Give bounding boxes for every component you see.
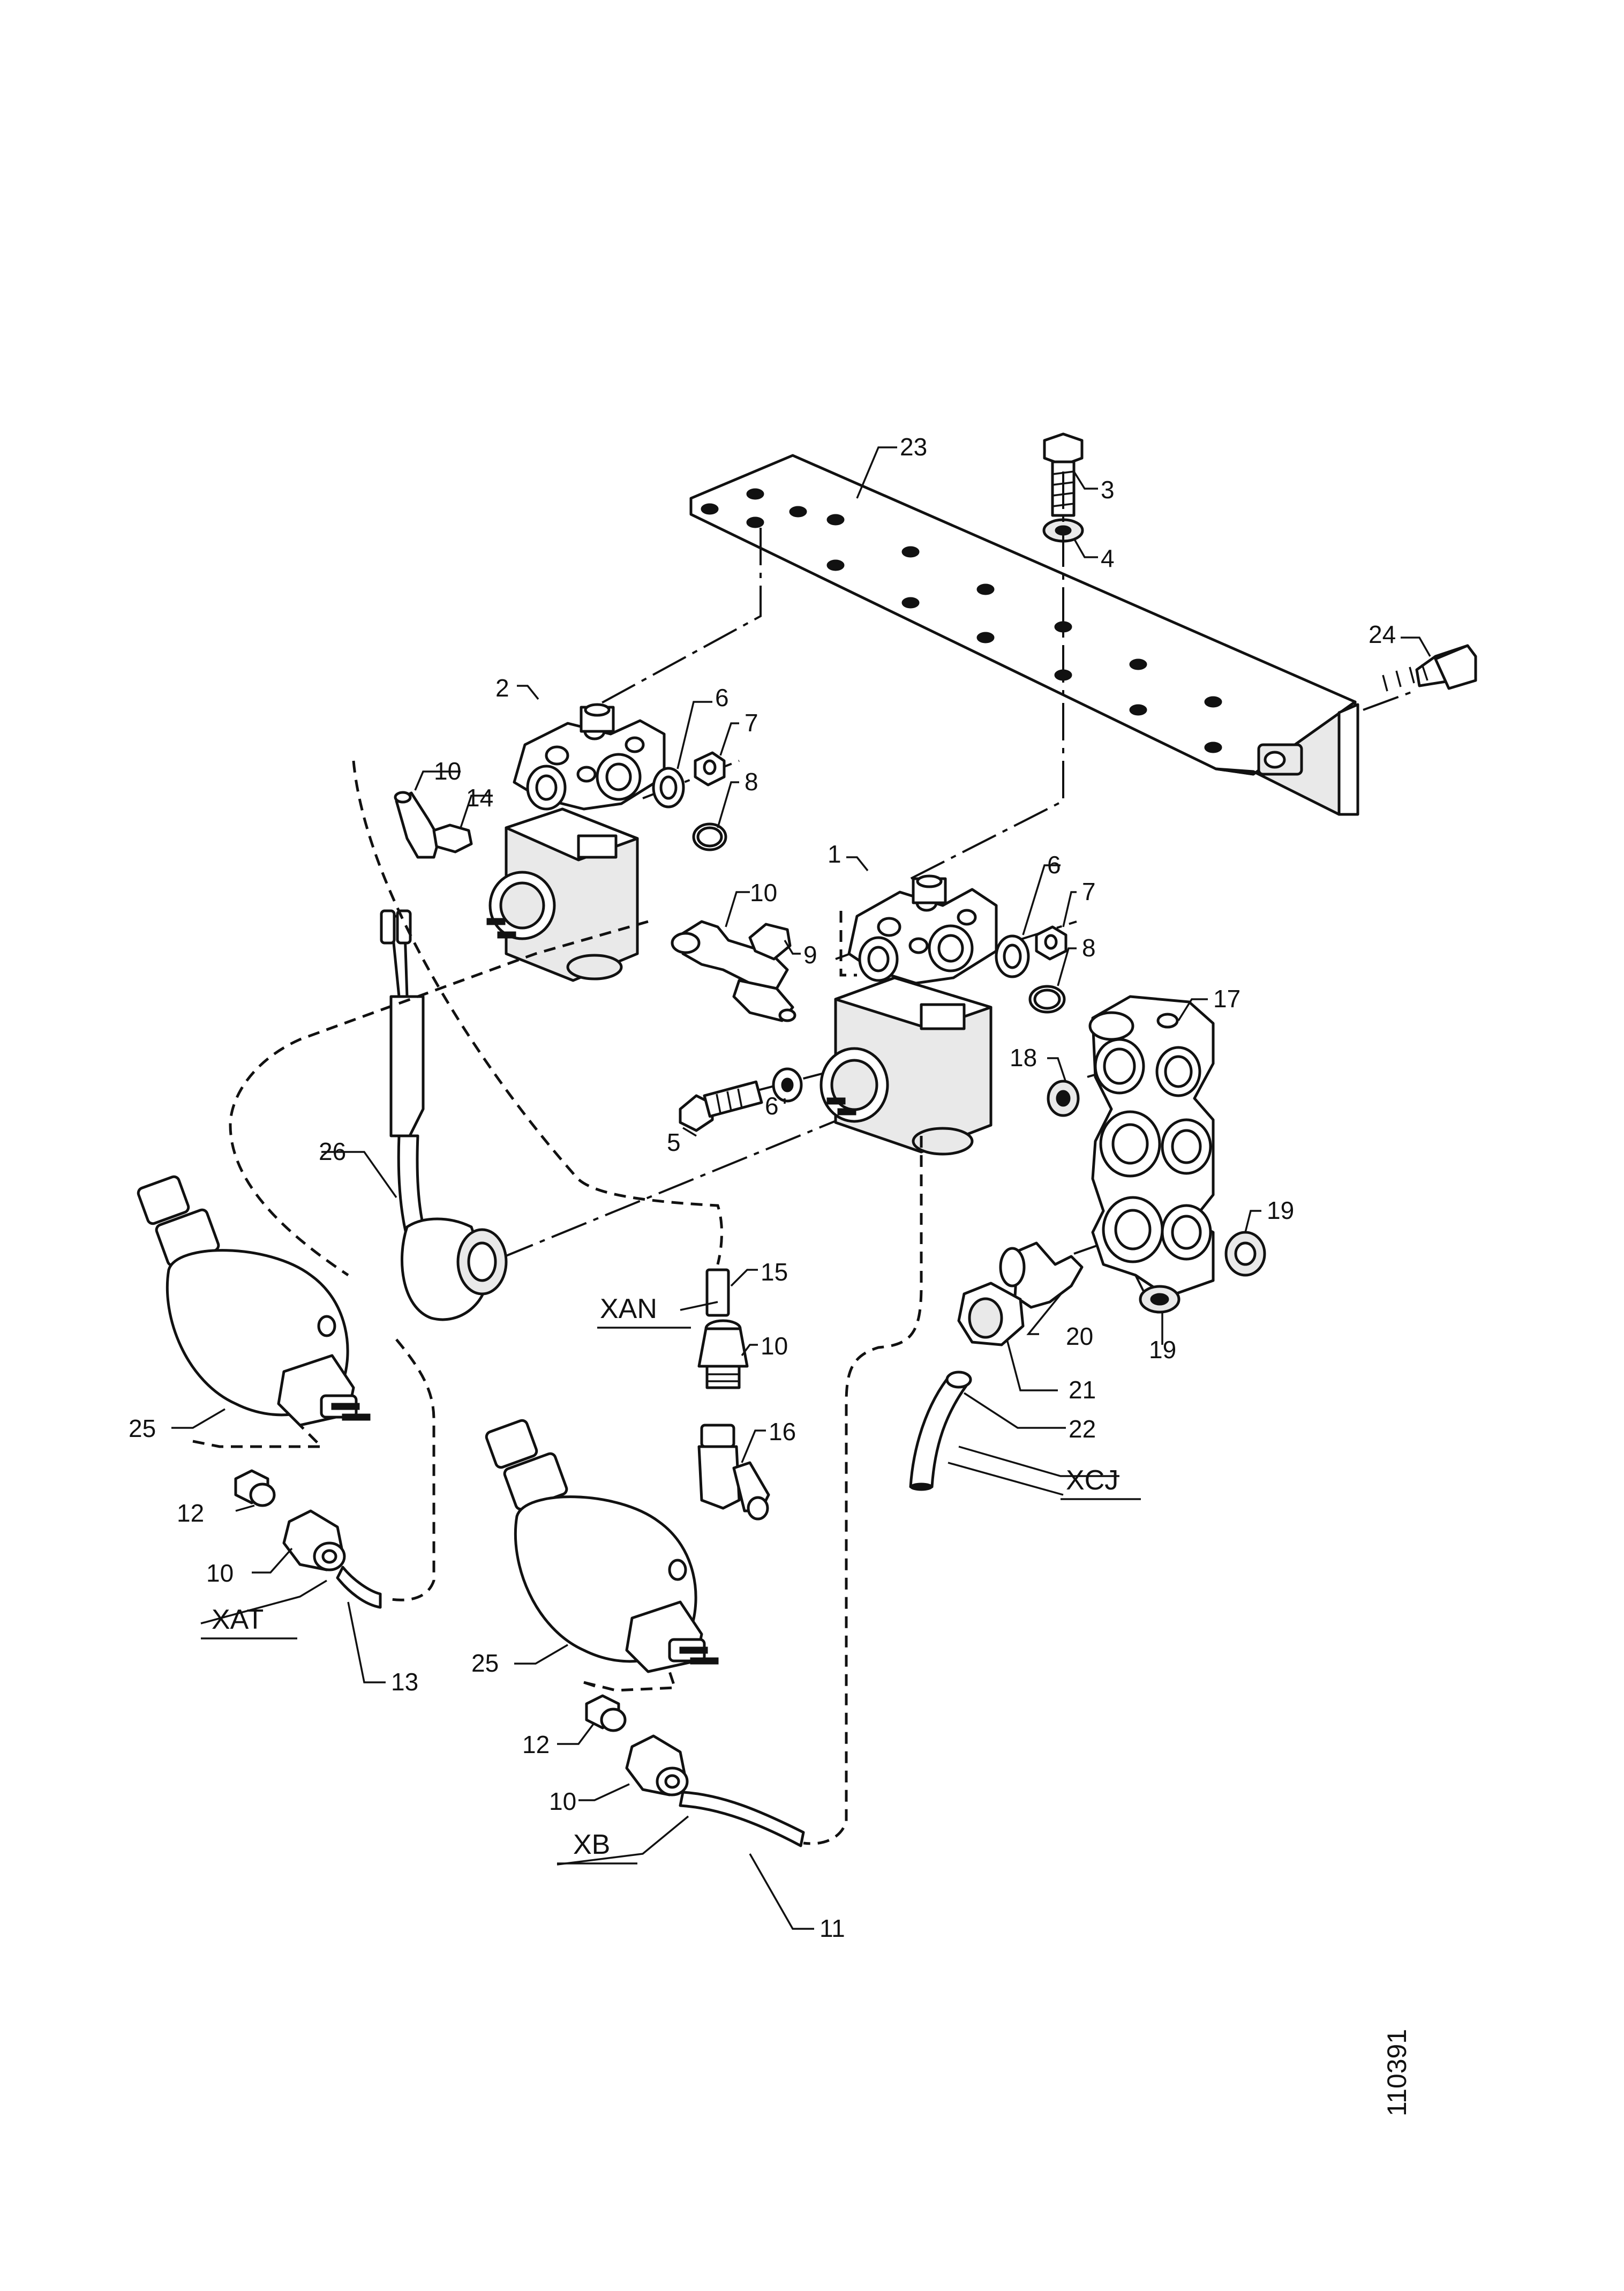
tube-15: [705, 1268, 730, 1317]
callout-19b: 19: [1149, 1336, 1176, 1364]
tube-13: [336, 1566, 382, 1609]
hose-22: [909, 1371, 972, 1491]
bolt-5: [679, 1080, 763, 1132]
callout-1: 1: [828, 840, 841, 868]
callout-2: 2: [495, 674, 509, 702]
solenoid-valve-2: [486, 703, 666, 982]
bolt-24: [1382, 644, 1477, 692]
union-12-left: [234, 1469, 276, 1507]
plug-19-bottom: [1139, 1285, 1181, 1314]
callout-25a: 25: [129, 1414, 156, 1442]
callout-25b: 25: [471, 1649, 499, 1677]
callout-numbers: 23 3 4 24 2 6 7 8 10 14 1 6 7 8 10 9 17 …: [129, 433, 1396, 1942]
callout-10c: 10: [761, 1332, 788, 1360]
plug-18: [1047, 1080, 1080, 1117]
seal-kit-lower: [995, 925, 1067, 1014]
pressure-switch-25-left: [137, 1175, 371, 1427]
callout-6c: 6: [765, 1092, 779, 1120]
connector-cable-26: [380, 909, 508, 1321]
callout-26: 26: [319, 1137, 346, 1165]
fitting-10-xan: [697, 1319, 749, 1389]
callout-3: 3: [1101, 476, 1115, 504]
callout-11: 11: [819, 1914, 845, 1942]
callout-18: 18: [1010, 1044, 1037, 1072]
label-xb: XB: [573, 1829, 610, 1860]
callout-10b: 10: [750, 879, 777, 907]
callout-16: 16: [769, 1418, 796, 1446]
mounting-bracket: [689, 454, 1359, 816]
callout-8b: 8: [1082, 934, 1096, 962]
callout-10e: 10: [549, 1787, 576, 1815]
label-xan: XAN: [600, 1293, 657, 1324]
drawing-number: 110391: [1382, 2029, 1412, 2116]
callout-10a: 10: [434, 757, 461, 785]
callout-6b: 6: [1047, 851, 1061, 879]
callout-5: 5: [667, 1128, 681, 1156]
leader-lines: [171, 446, 1431, 1930]
tube-11: [679, 1791, 805, 1847]
nut-21: [957, 1282, 1025, 1346]
elbow-20: [999, 1241, 1084, 1309]
manifold-block-17: [1088, 995, 1215, 1298]
nut-10-left: [282, 1509, 346, 1571]
callout-12b: 12: [522, 1731, 550, 1758]
fitting-10-middle: [671, 920, 796, 1022]
callout-24: 24: [1369, 620, 1396, 648]
callout-13: 13: [391, 1668, 418, 1696]
callout-21: 21: [1069, 1376, 1096, 1404]
callout-14: 14: [466, 784, 493, 812]
callout-4: 4: [1101, 544, 1115, 572]
nut-10-right: [625, 1734, 689, 1796]
callout-23: 23: [900, 433, 927, 461]
wiring-paths: [192, 760, 923, 1845]
callout-7a: 7: [745, 709, 758, 737]
tee-16: [697, 1424, 770, 1521]
pressure-switch-25-right: [485, 1419, 719, 1673]
callout-12a: 12: [177, 1499, 204, 1527]
callout-19a: 19: [1267, 1196, 1294, 1224]
seal-kit-upper: [652, 751, 727, 851]
callout-10d: 10: [206, 1559, 234, 1587]
callout-6a: 6: [715, 684, 729, 712]
callout-17: 17: [1213, 985, 1240, 1013]
callout-15: 15: [761, 1258, 788, 1286]
callout-8a: 8: [745, 768, 758, 796]
label-xat: XAT: [212, 1604, 264, 1635]
connection-labels: XAN XAT XB XCJ: [201, 1293, 1141, 1865]
callout-20: 20: [1066, 1322, 1093, 1350]
washer-6: [772, 1067, 803, 1103]
union-12-right: [585, 1694, 627, 1732]
callout-9: 9: [803, 941, 817, 969]
plug-19-side: [1224, 1231, 1266, 1277]
label-xcj: XCJ: [1066, 1465, 1118, 1496]
solenoid-valve-1: [819, 874, 998, 1156]
elbow-fitting-10-upper: [394, 791, 473, 859]
callout-22: 22: [1069, 1415, 1096, 1443]
callout-7b: 7: [1082, 878, 1096, 905]
